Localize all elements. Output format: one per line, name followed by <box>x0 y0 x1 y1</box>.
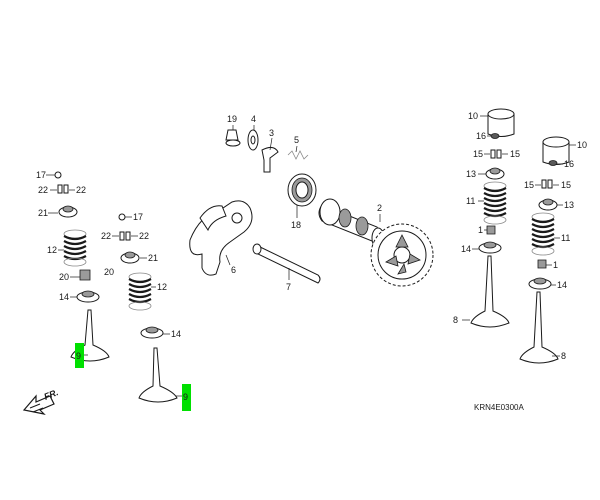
callout-18: 18 <box>291 220 301 230</box>
callout-20: 20 <box>104 267 114 277</box>
callout-8: 8 <box>453 315 458 325</box>
callout-3: 3 <box>269 128 274 138</box>
callout-15: 15 <box>473 149 483 159</box>
callout-22: 22 <box>101 231 111 241</box>
drawing-code: KRN4E0300A <box>474 403 524 412</box>
callout-12: 12 <box>157 282 167 292</box>
right-valve-assembly-b <box>519 136 576 364</box>
callout-15: 15 <box>510 149 520 159</box>
callout-11: 11 <box>466 196 475 206</box>
callout-20: 20 <box>59 272 69 282</box>
front-marker-label: FR. <box>43 387 60 402</box>
callout-17: 17 <box>36 170 46 180</box>
decompressor-parts <box>225 125 317 218</box>
callout-16: 16 <box>476 131 486 141</box>
callout-22: 22 <box>38 185 48 195</box>
callout-labels: 17 22 22 21 12 20 14 9 17 22 22 21 20 12… <box>36 111 587 412</box>
callout-14: 14 <box>557 280 567 290</box>
callout-14: 14 <box>461 244 471 254</box>
camshaft-assembly <box>318 198 434 287</box>
callout-5: 5 <box>294 135 299 145</box>
callout-12: 12 <box>47 245 57 255</box>
callout-19: 19 <box>227 114 237 124</box>
callout-15: 15 <box>561 180 571 190</box>
callout-13: 13 <box>466 169 476 179</box>
callout-1: 1 <box>553 260 558 270</box>
callout-9: 9 <box>183 392 188 402</box>
callout-7: 7 <box>286 282 291 292</box>
callout-22: 22 <box>139 231 149 241</box>
callout-17: 17 <box>133 212 143 222</box>
highlight-box-9-left <box>75 343 84 368</box>
callout-22: 22 <box>76 185 86 195</box>
callout-4: 4 <box>251 114 256 124</box>
callout-6: 6 <box>231 265 236 275</box>
highlight-box-9-right <box>182 384 191 411</box>
left-valve-assembly-upper <box>46 171 110 362</box>
callout-15: 15 <box>524 180 534 190</box>
callout-10: 10 <box>577 140 587 150</box>
callout-16: 16 <box>564 159 574 169</box>
callout-8: 8 <box>561 351 566 361</box>
callout-21: 21 <box>148 253 158 263</box>
front-direction-arrow <box>22 394 55 415</box>
callout-9: 9 <box>76 351 81 361</box>
callout-10: 10 <box>468 111 478 121</box>
rocker-arm-assembly <box>189 200 321 284</box>
left-valve-assembly-lower <box>112 213 183 403</box>
callout-21: 21 <box>38 208 48 218</box>
right-valve-assembly-a <box>462 108 515 328</box>
callout-14: 14 <box>59 292 69 302</box>
callout-11: 11 <box>561 233 570 243</box>
callout-2: 2 <box>377 203 382 213</box>
callout-1: 1 <box>478 225 483 235</box>
callout-14: 14 <box>171 329 181 339</box>
callout-13: 13 <box>564 200 574 210</box>
